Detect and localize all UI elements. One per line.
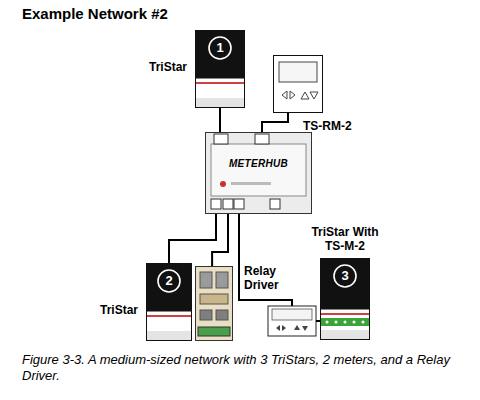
hub-decal bbox=[231, 182, 271, 185]
device-housing bbox=[147, 264, 192, 341]
accent-stripe bbox=[196, 82, 244, 84]
device-housing bbox=[321, 259, 370, 340]
hub-port bbox=[211, 199, 221, 209]
terminal-strip bbox=[198, 327, 230, 336]
brand-logo bbox=[220, 181, 226, 187]
base-stripe bbox=[321, 330, 369, 339]
terminal-screw bbox=[344, 321, 347, 324]
remote-drawing bbox=[273, 55, 323, 113]
accent-stripe bbox=[321, 313, 369, 315]
meter-screen bbox=[272, 309, 312, 320]
meter-wire bbox=[316, 320, 320, 322]
hub-port bbox=[223, 199, 233, 209]
hub-panel bbox=[211, 144, 306, 196]
device-label: METERHUB bbox=[205, 158, 312, 170]
hub-port bbox=[255, 134, 269, 144]
device-label: Relay Driver bbox=[244, 264, 292, 292]
relay-component bbox=[200, 272, 212, 288]
callout-number: 2 bbox=[146, 273, 192, 289]
base-stripe bbox=[147, 331, 191, 340]
device-housing bbox=[196, 31, 245, 108]
hub-port bbox=[234, 199, 244, 209]
cable-connector bbox=[219, 108, 221, 132]
accent-stripe bbox=[147, 315, 191, 317]
relay-driver: Relay Driver bbox=[195, 266, 233, 341]
terminal-screw bbox=[362, 321, 365, 324]
diagram-title: Example Network #2 bbox=[22, 5, 168, 22]
cable-connector bbox=[262, 113, 288, 132]
remote-housing bbox=[274, 56, 323, 113]
tristar-controller: TriStar1 bbox=[195, 30, 245, 108]
relay-component bbox=[216, 272, 228, 288]
cable-connector bbox=[169, 214, 216, 263]
hub-housing bbox=[206, 133, 312, 214]
meter-display bbox=[268, 306, 320, 336]
relay-component bbox=[216, 310, 228, 320]
button-icons bbox=[301, 92, 318, 99]
hub-port bbox=[270, 199, 280, 209]
device-label: TS-RM-2 bbox=[303, 119, 352, 133]
figure-caption: Figure 3-3. A medium-sized network with … bbox=[22, 352, 462, 384]
meter-button-icons bbox=[294, 325, 308, 331]
callout-number: 1 bbox=[195, 40, 245, 56]
button-icons bbox=[282, 91, 295, 99]
device-cover bbox=[196, 31, 245, 79]
terminal-screw bbox=[353, 321, 356, 324]
callout-number: 3 bbox=[320, 268, 370, 284]
remote-meter: TS-RM-2 bbox=[273, 55, 323, 113]
device-cover bbox=[321, 259, 370, 310]
meter-hub: METERHUB bbox=[205, 132, 312, 214]
hub-port bbox=[214, 134, 228, 144]
device-cover bbox=[147, 264, 192, 312]
meter-button-icons bbox=[276, 325, 286, 331]
device-label: TriStar With TS-M-2 bbox=[308, 225, 382, 253]
cable-connector bbox=[239, 214, 320, 321]
display-screen bbox=[279, 62, 317, 82]
terminal-strip bbox=[321, 318, 369, 326]
terminal-screw bbox=[335, 321, 338, 324]
tristar-controller: TriStar2 bbox=[146, 263, 192, 341]
terminal-screw bbox=[326, 321, 329, 324]
tristar-controller: TriStar With TS-M-23 bbox=[320, 258, 370, 340]
meter-body bbox=[268, 306, 316, 336]
device-label: TriStar bbox=[100, 303, 138, 317]
relay-component bbox=[200, 310, 212, 320]
relay-component bbox=[200, 294, 228, 304]
cable-connector bbox=[212, 214, 228, 266]
device-label: TriStar bbox=[149, 60, 187, 74]
hub-drawing bbox=[205, 132, 312, 214]
circuit-board bbox=[196, 267, 233, 341]
relay-drawing bbox=[195, 266, 233, 341]
base-stripe bbox=[196, 98, 244, 107]
